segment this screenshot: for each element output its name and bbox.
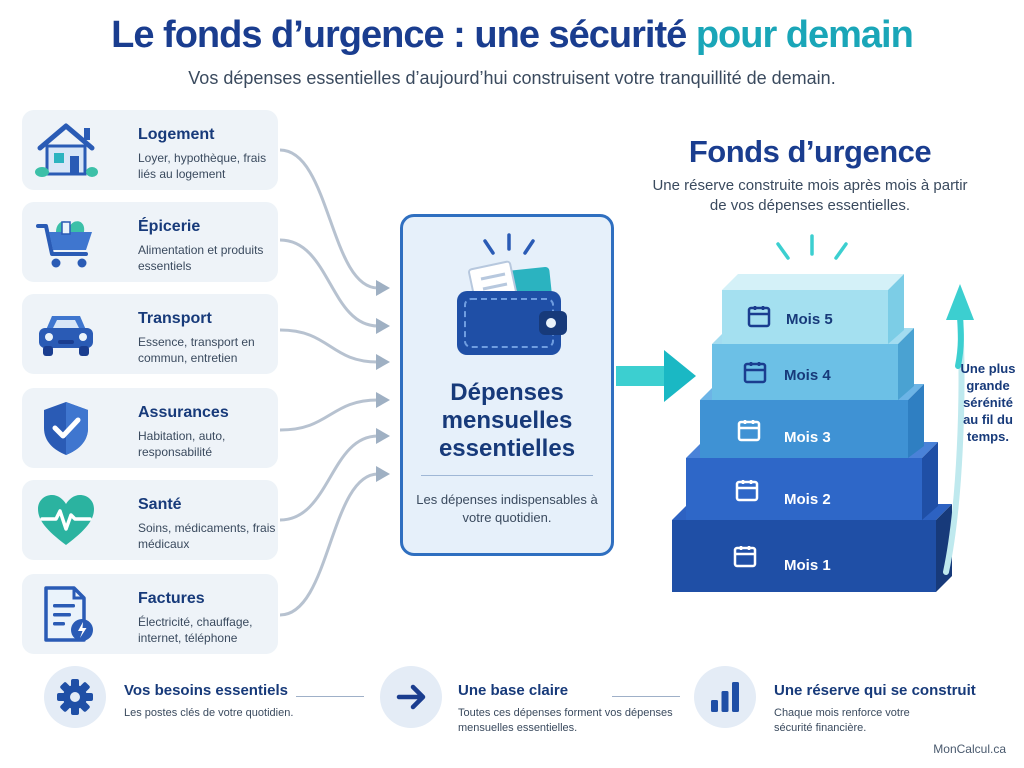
house-icon [35, 123, 98, 177]
wallet-icon [457, 233, 567, 355]
connector-sante [279, 434, 379, 522]
connector-lines [279, 148, 390, 617]
category-desc: Loyer, hypothèque, frais liés au logemen… [138, 151, 267, 181]
title-main: Le fonds d’urgence : une sécurité [111, 14, 696, 56]
connector-epicerie [279, 238, 379, 328]
bottom-divider [612, 696, 680, 697]
bottom-icon-circle [380, 666, 442, 728]
bottom-icon-circle [44, 666, 106, 728]
bottom-desc: Toutes ces dépenses forment vos dépenses… [458, 707, 673, 734]
growth-arrow [943, 284, 974, 575]
grocery-cart-icon [36, 221, 92, 268]
bar-chart-icon [711, 682, 739, 712]
bottom-desc: Les postes clés de votre quotidien. [124, 707, 294, 719]
connector-logement [279, 148, 379, 290]
step-label-mois-5: Mois 5 [786, 311, 833, 328]
step-label-mois-4: Mois 4 [784, 367, 831, 384]
bill-document-icon [44, 586, 93, 642]
category-desc: Soins, médicaments, frais médicaux [138, 521, 276, 551]
bottom-desc: Chaque mois renforce votre sécurité fina… [774, 707, 910, 734]
connector-transport [279, 328, 379, 364]
category-title: Factures [138, 590, 205, 607]
title-accent: pour demain [695, 14, 914, 56]
category-card-epicerie: Épicerie Alimentation et produits essent… [22, 202, 278, 282]
step-label-mois-1: Mois 1 [784, 557, 831, 574]
category-desc: Alimentation et produits essentiels [138, 243, 264, 273]
car-icon [39, 316, 93, 356]
brand-watermark: MonCalcul.ca [933, 742, 1006, 756]
category-title: Assurances [138, 404, 229, 421]
heart-pulse-icon [38, 495, 94, 545]
bottom-title: Vos besoins essentiels [124, 682, 288, 699]
connector-assurances [279, 398, 379, 432]
calendar-icon [747, 306, 771, 328]
gear-icon [57, 679, 93, 715]
step-label-mois-3: Mois 3 [784, 429, 831, 446]
calendar-icon [737, 420, 761, 442]
serenity-note: Une plus grande sérénité au fil du temps… [960, 361, 1016, 444]
calendar-icon [733, 546, 757, 568]
category-title: Épicerie [138, 218, 201, 235]
category-card-logement: Logement Loyer, hypothèque, frais liés a… [22, 110, 278, 190]
bottom-item-reserve: Une réserve qui se construit Chaque mois… [694, 662, 1014, 742]
category-desc: Électricité, chauffage, internet, téléph… [138, 615, 253, 645]
category-title: Logement [138, 126, 215, 143]
category-title: Transport [138, 310, 212, 327]
arrow-to-fund [616, 350, 696, 402]
bottom-title: Une réserve qui se construit [774, 682, 976, 699]
center-divider [421, 475, 593, 476]
fund-staircase [672, 274, 952, 592]
category-card-assurances: Assurances Habitation, auto, responsabil… [22, 388, 278, 468]
page-subtitle: Vos dépenses essentielles d’aujourd’hui … [188, 68, 836, 88]
category-card-sante: Santé Soins, médicaments, frais médicaux [22, 480, 278, 560]
calendar-icon [735, 480, 759, 502]
category-desc: Habitation, auto, responsabilité [138, 429, 226, 459]
bottom-title: Une base claire [458, 682, 569, 699]
category-card-transport: Transport Essence, transport en commun, … [22, 294, 278, 374]
sparkle-lines [776, 234, 848, 260]
category-desc: Essence, transport en commun, entretien [138, 335, 255, 365]
arrow-right-icon [396, 684, 426, 710]
bottom-item-besoins: Vos besoins essentiels Les postes clés d… [44, 662, 364, 742]
fund-title: Fonds d’urgence [688, 134, 932, 169]
monthly-expenses-box: Dépenses mensuelles essentielles Les dép… [400, 214, 614, 556]
center-desc: Les dépenses indispensables à votre quot… [416, 492, 598, 525]
fund-desc: Une réserve construite mois après mois à… [652, 177, 968, 214]
category-card-factures: Factures Électricité, chauffage, interne… [22, 574, 278, 654]
calendar-icon [743, 362, 767, 384]
step-label-mois-2: Mois 2 [784, 491, 831, 508]
bottom-divider [296, 696, 364, 697]
connector-factures [279, 472, 379, 617]
shield-check-icon [44, 402, 88, 455]
category-title: Santé [138, 496, 182, 513]
center-title: Dépenses mensuelles essentielles [438, 379, 576, 462]
bottom-icon-circle [694, 666, 756, 728]
bottom-item-base: Une base claire Toutes ces dépenses form… [380, 662, 680, 742]
page-title: Le fonds d’urgence : une sécurité pour d… [0, 14, 1024, 57]
